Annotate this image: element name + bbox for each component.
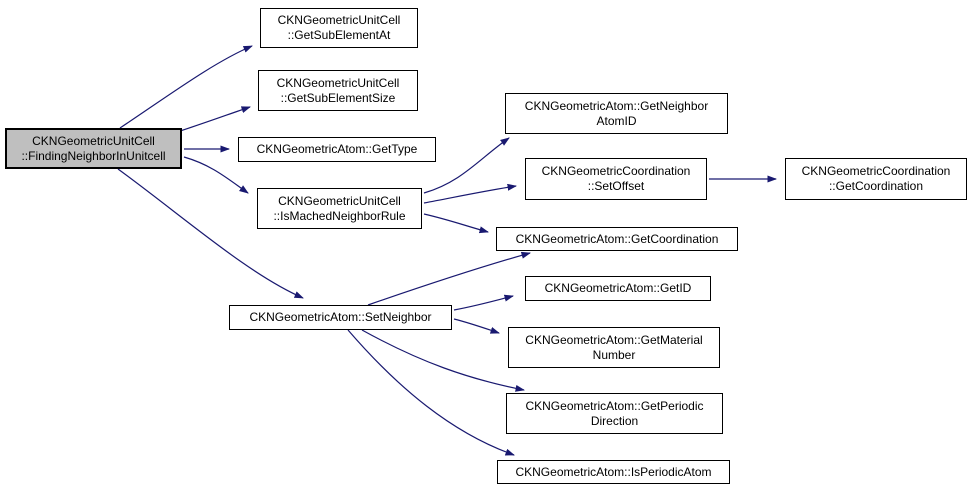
node-label-line: CKNGeometricAtom::IsPeriodicAtom xyxy=(515,464,712,479)
node-label-line: ::FindingNeighborInUnitcell xyxy=(21,148,166,163)
edge-finding-to-is-mached-neighbor-rule xyxy=(183,156,249,194)
node-label-line: CKNGeometricUnitCell xyxy=(32,133,155,148)
edge-is-mached-to-get-neighbor-atom-id xyxy=(423,137,510,194)
node-label-line: CKNGeometricAtom::GetCoordination xyxy=(515,231,719,246)
node-label-line: Number xyxy=(592,347,636,362)
node-is-mached-neighbor-rule[interactable]: CKNGeometricUnitCell ::IsMachedNeighborR… xyxy=(257,188,422,229)
node-label-line: CKNGeometricAtom::GetPeriodic xyxy=(525,398,704,413)
node-get-type[interactable]: CKNGeometricAtom::GetType xyxy=(238,137,436,162)
node-label-line: ::GetCoordination xyxy=(828,179,924,193)
node-get-sub-element-size[interactable]: CKNGeometricUnitCell ::GetSubElementSize xyxy=(258,70,418,111)
node-get-id[interactable]: CKNGeometricAtom::GetID xyxy=(525,276,711,301)
node-label-line: CKNGeometricCoordination xyxy=(801,164,951,178)
node-label-line: CKNGeometricUnitCell xyxy=(278,193,401,208)
edge-finding-to-get-sub-element-size xyxy=(179,106,251,132)
node-get-sub-element-at[interactable]: CKNGeometricUnitCell ::GetSubElementAt xyxy=(260,8,418,48)
node-get-neighbor-atom-id[interactable]: CKNGeometricAtom::GetNeighbor AtomID xyxy=(505,93,728,134)
edge-is-mached-to-set-offset xyxy=(423,183,517,204)
node-label-line: CKNGeometricAtom::GetNeighbor xyxy=(524,98,709,113)
edge-set-neighbor-to-get-periodic-direction xyxy=(361,329,525,392)
node-atom-get-coordination[interactable]: CKNGeometricAtom::GetCoordination xyxy=(496,227,738,251)
node-label-line: CKNGeometricUnitCell xyxy=(277,13,401,27)
edge-set-neighbor-to-get-id xyxy=(453,294,514,311)
node-label-line: CKNGeometricAtom::GetID xyxy=(544,281,692,295)
node-label-line: ::GetSubElementAt xyxy=(287,28,391,42)
node-is-periodic-atom[interactable]: CKNGeometricAtom::IsPeriodicAtom xyxy=(497,460,730,484)
node-label-line: ::SetOffset xyxy=(587,179,645,193)
node-label-line: CKNGeometricCoordination xyxy=(541,164,691,178)
node-finding-neighbor-in-unitcell: CKNGeometricUnitCell ::FindingNeighborIn… xyxy=(5,128,182,169)
edge-set-neighbor-to-atom-get-coordination xyxy=(367,251,531,306)
node-label-line: ::IsMachedNeighborRule xyxy=(273,208,406,223)
node-get-material-number[interactable]: CKNGeometricAtom::GetMaterial Number xyxy=(508,327,720,368)
node-label-line: CKNGeometricUnitCell xyxy=(276,75,400,90)
edge-is-mached-to-atom-get-coordination xyxy=(423,213,489,234)
edge-finding-to-get-sub-element-at xyxy=(119,45,253,129)
edge-finding-to-set-neighbor xyxy=(117,168,304,299)
node-set-offset[interactable]: CKNGeometricCoordination ::SetOffset xyxy=(525,158,707,200)
node-label-line: AtomID xyxy=(596,113,637,128)
node-label-line: ::GetSubElementSize xyxy=(280,90,396,105)
edge-set-neighbor-to-get-material-number xyxy=(453,318,500,334)
edge-set-neighbor-to-is-periodic-atom xyxy=(347,329,515,456)
node-set-neighbor[interactable]: CKNGeometricAtom::SetNeighbor xyxy=(229,305,452,330)
node-label-line: CKNGeometricAtom::GetType xyxy=(256,142,418,156)
node-label-line: Direction xyxy=(590,413,639,428)
node-coordination-get-coordination[interactable]: CKNGeometricCoordination ::GetCoordinati… xyxy=(785,158,967,200)
node-label-line: CKNGeometricAtom::SetNeighbor xyxy=(249,310,432,324)
node-label-line: CKNGeometricAtom::GetMaterial xyxy=(525,332,703,347)
node-get-periodic-direction[interactable]: CKNGeometricAtom::GetPeriodic Direction xyxy=(506,393,723,434)
